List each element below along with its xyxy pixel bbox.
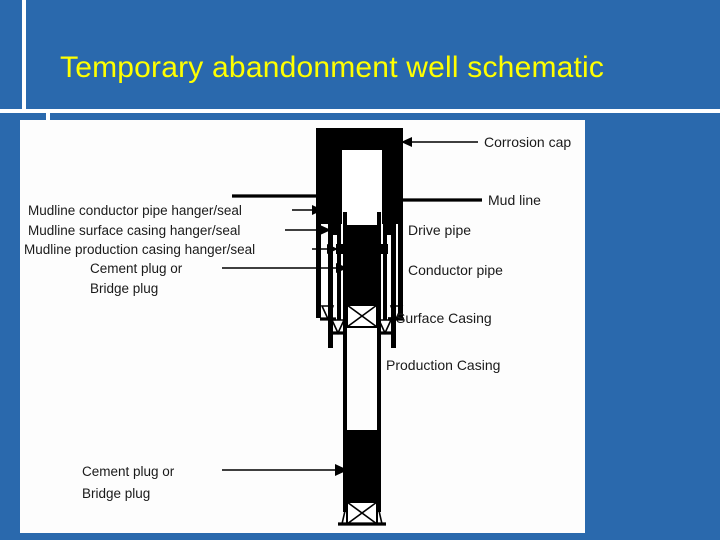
wellbore-drawing <box>316 128 404 526</box>
conductor-shoe-left <box>320 305 336 322</box>
conductor-hanger-seal-right <box>391 204 403 216</box>
header-horizontal-rule <box>0 109 720 113</box>
label-mudline-production: Mudline production casing hanger/seal <box>24 242 255 257</box>
arrow-mudline-surface <box>320 225 331 235</box>
label-drive-pipe: Drive pipe <box>408 222 471 238</box>
label-cement-plug-lower-line1: Cement plug or <box>82 464 175 479</box>
page-title: Temporary abandonment well schematic <box>60 51 605 84</box>
label-mudline-surface: Mudline surface casing hanger/seal <box>28 223 240 238</box>
leader-lines <box>222 137 482 476</box>
label-cement-plug-upper-line1: Cement plug or <box>90 261 183 276</box>
header-vertical-rule-stub <box>46 113 50 123</box>
conductor-pipe-right-wall <box>391 180 396 348</box>
header-vertical-rule <box>22 0 26 113</box>
surface-hanger-seal-right <box>383 224 395 235</box>
production-hanger-seal-right <box>377 244 388 254</box>
production-hanger-seal-left <box>336 244 347 254</box>
surface-casing-shoe <box>346 304 378 328</box>
label-corrosion-cap: Corrosion cap <box>484 134 571 150</box>
production-casing-left-wall <box>343 212 347 512</box>
label-conductor-pipe: Conductor pipe <box>408 262 503 278</box>
arrow-corrosion-cap <box>401 137 412 147</box>
arrow-cement-plug-lower <box>335 464 348 476</box>
label-surface-casing: Surface Casing <box>396 310 492 326</box>
label-mud-line: Mud line <box>488 192 541 208</box>
label-production-casing: Production Casing <box>386 357 500 373</box>
conductor-pipe-left-wall <box>328 180 333 348</box>
production-casing-bottom-shoe <box>338 501 386 526</box>
conductor-hanger-seal-left <box>321 204 333 216</box>
label-cement-plug-upper-line2: Bridge plug <box>90 281 158 296</box>
surface-hanger-seal-left <box>329 224 341 235</box>
label-mudline-conductor: Mudline conductor pipe hanger/seal <box>28 203 242 218</box>
lower-cement-plug <box>347 430 377 502</box>
drive-pipe-left-wall <box>316 128 321 318</box>
surface-casing-shoe-left-foot <box>330 319 346 335</box>
arrow-mudline-conductor <box>312 205 323 215</box>
figure-labels: Mudline conductor pipe hanger/seal Mudli… <box>24 134 571 501</box>
label-cement-plug-lower-line2: Bridge plug <box>82 486 150 501</box>
conductor-shoe-right <box>388 305 404 322</box>
upper-cement-plug <box>347 225 377 305</box>
surface-casing-left-wall <box>337 198 341 320</box>
arrow-cement-plug-upper <box>336 263 348 273</box>
production-casing-right-wall <box>377 212 381 512</box>
well-schematic-svg: Mudline conductor pipe hanger/seal Mudli… <box>24 128 571 526</box>
surface-casing-shoe-right-foot <box>377 319 393 335</box>
arrow-mudline-production <box>327 244 338 254</box>
surface-casing-right-wall <box>383 198 387 320</box>
well-schematic-figure: Mudline conductor pipe hanger/seal Mudli… <box>20 120 585 533</box>
